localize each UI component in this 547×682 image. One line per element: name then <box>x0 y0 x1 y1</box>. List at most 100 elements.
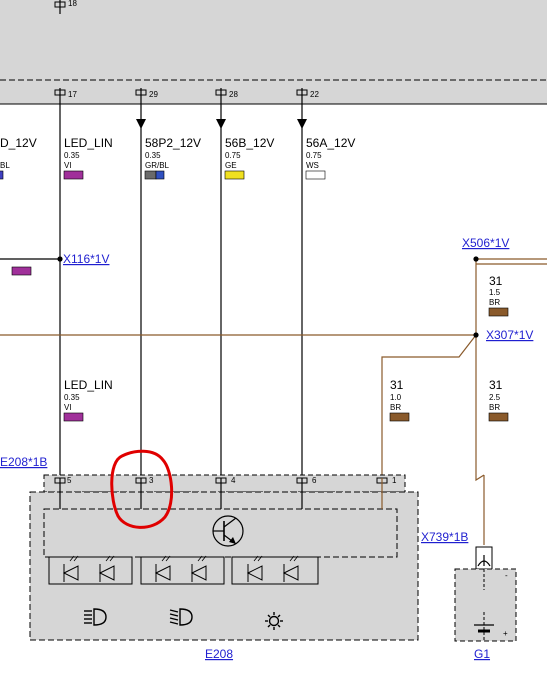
connector-x307-link[interactable]: X307*1V <box>486 328 533 342</box>
top-pin-17-label: 17 <box>68 90 77 99</box>
wire-gauge: 1.5 <box>489 288 501 297</box>
wire-swatch <box>63 170 84 180</box>
top-pin-29-label: 29 <box>149 90 158 99</box>
e208-pin-1-label: 1 <box>392 476 397 485</box>
wire-swatch <box>488 412 509 422</box>
wire-color-code: VI <box>64 403 72 412</box>
label-d-12v: D_12V BL <box>0 136 37 180</box>
junction-x307 <box>473 332 479 338</box>
led-icon <box>154 555 171 582</box>
wire-name: LED_LIN <box>64 136 113 150</box>
g1-body <box>454 568 517 642</box>
label-ground-1-0: 31 1.0 BR <box>389 378 410 422</box>
top-pin-22-label: 22 <box>310 90 319 99</box>
red-highlight-circle <box>110 449 174 529</box>
wire-color-code: BL <box>0 161 10 170</box>
wire-gauge: 0.35 <box>64 393 80 402</box>
label-56b-12v: 56B_12V 0.75 GE <box>224 136 274 180</box>
wire-name: 31 <box>390 378 404 392</box>
wire-color-code: GE <box>225 161 237 170</box>
wire-swatch <box>488 307 509 317</box>
component-e208-link[interactable]: E208 <box>205 647 233 661</box>
wire-color-code: WS <box>306 161 319 170</box>
wire-swatch <box>0 170 4 180</box>
connector-x116-link[interactable]: X116*1V <box>63 252 109 266</box>
e208-pin-5-label: 5 <box>67 476 72 485</box>
e208-pin-1: 1 <box>376 476 397 509</box>
wire-color-code: GR/BL <box>145 161 170 170</box>
connector-x739-link[interactable]: X739*1B <box>421 530 468 544</box>
junction-x506 <box>473 256 479 262</box>
wire-color-code: BR <box>390 403 401 412</box>
arrow-56b <box>216 119 226 129</box>
wire-gauge: 0.35 <box>64 151 80 160</box>
wire-color-code: VI <box>64 161 72 170</box>
arrow-58p2 <box>136 119 146 129</box>
wire-swatch <box>224 170 245 180</box>
wire-brown-to-e208 <box>381 334 477 478</box>
wire-swatch-secondary <box>155 170 165 180</box>
label-ground-1-5: 31 1.5 BR <box>488 274 509 317</box>
junction-x116 <box>57 256 63 262</box>
wire-name: 31 <box>489 378 503 392</box>
wire-brown-bend <box>475 474 485 482</box>
parking-light-icon <box>265 612 283 630</box>
e208-pin-3: 3 <box>135 476 154 509</box>
e208-pin-6-label: 6 <box>312 476 317 485</box>
led-group-3 <box>231 555 319 585</box>
wire-name: LED_LIN <box>64 378 113 392</box>
top-module: 18 17 29 28 22 <box>0 0 547 105</box>
wire-gauge: 0.35 <box>145 151 161 160</box>
wire-gauge: 2.5 <box>489 393 501 402</box>
high-beam-icon <box>169 608 193 626</box>
e208-pin-4: 4 <box>215 476 236 509</box>
wire-color-code: BR <box>489 403 500 412</box>
wire-name: 56A_12V <box>306 136 355 150</box>
wire-swatch <box>144 170 157 180</box>
g1-minus-label: - <box>505 571 508 580</box>
wire-name: D_12V <box>0 136 37 150</box>
wire-gauge: 0.75 <box>225 151 241 160</box>
wire-swatch <box>305 170 326 180</box>
label-56a-12v: 56A_12V 0.75 WS <box>305 136 355 180</box>
wire-brown-x506 <box>475 258 547 335</box>
component-g1-link[interactable]: G1 <box>474 647 490 661</box>
wire-color-code: BR <box>489 298 500 307</box>
led-icon <box>62 555 79 582</box>
e208-pin-6: 6 <box>296 476 317 509</box>
led-icon <box>246 555 263 582</box>
wire-name: 31 <box>489 274 503 288</box>
wire-gauge: 0.75 <box>306 151 322 160</box>
e208-pin-5: 5 <box>54 476 72 509</box>
label-led-lin-lower: LED_LIN 0.35 VI <box>63 378 113 422</box>
led-icon <box>282 555 299 582</box>
connector-e208-1b-link[interactable]: E208*1B <box>0 455 47 469</box>
wire-name: 56B_12V <box>225 136 274 150</box>
label-ground-2-5: 31 2.5 BR <box>488 378 509 422</box>
connector-x506-link[interactable]: X506*1V <box>462 236 509 250</box>
top-module-body <box>0 0 547 104</box>
label-led-lin: LED_LIN 0.35 VI <box>63 136 113 180</box>
e208-pin-4-label: 4 <box>231 476 236 485</box>
battery-icon <box>474 624 494 633</box>
low-beam-icon <box>84 608 107 626</box>
wire-name: 58P2_12V <box>145 136 201 150</box>
led-icon <box>98 555 115 582</box>
g1-plus-label: + <box>503 629 508 638</box>
e208-pin-3-label: 3 <box>149 476 154 485</box>
arrow-56a <box>297 119 307 129</box>
led-group-1 <box>48 555 133 585</box>
top-pin-18-label: 18 <box>68 0 77 8</box>
label-58p2-12v: 58P2_12V 0.35 GR/BL <box>144 136 201 180</box>
wire-swatch <box>63 412 84 422</box>
g1-component: - + <box>454 546 517 642</box>
top-pin-28-label: 28 <box>229 90 238 99</box>
transistor-icon <box>212 515 244 547</box>
wire-gauge: 1.0 <box>390 393 402 402</box>
led-group-2 <box>140 555 225 585</box>
wire-swatch <box>389 412 410 422</box>
led-icon <box>190 555 207 582</box>
x116-branch-swatch <box>11 266 32 276</box>
top-pin-18: 18 <box>54 0 77 14</box>
